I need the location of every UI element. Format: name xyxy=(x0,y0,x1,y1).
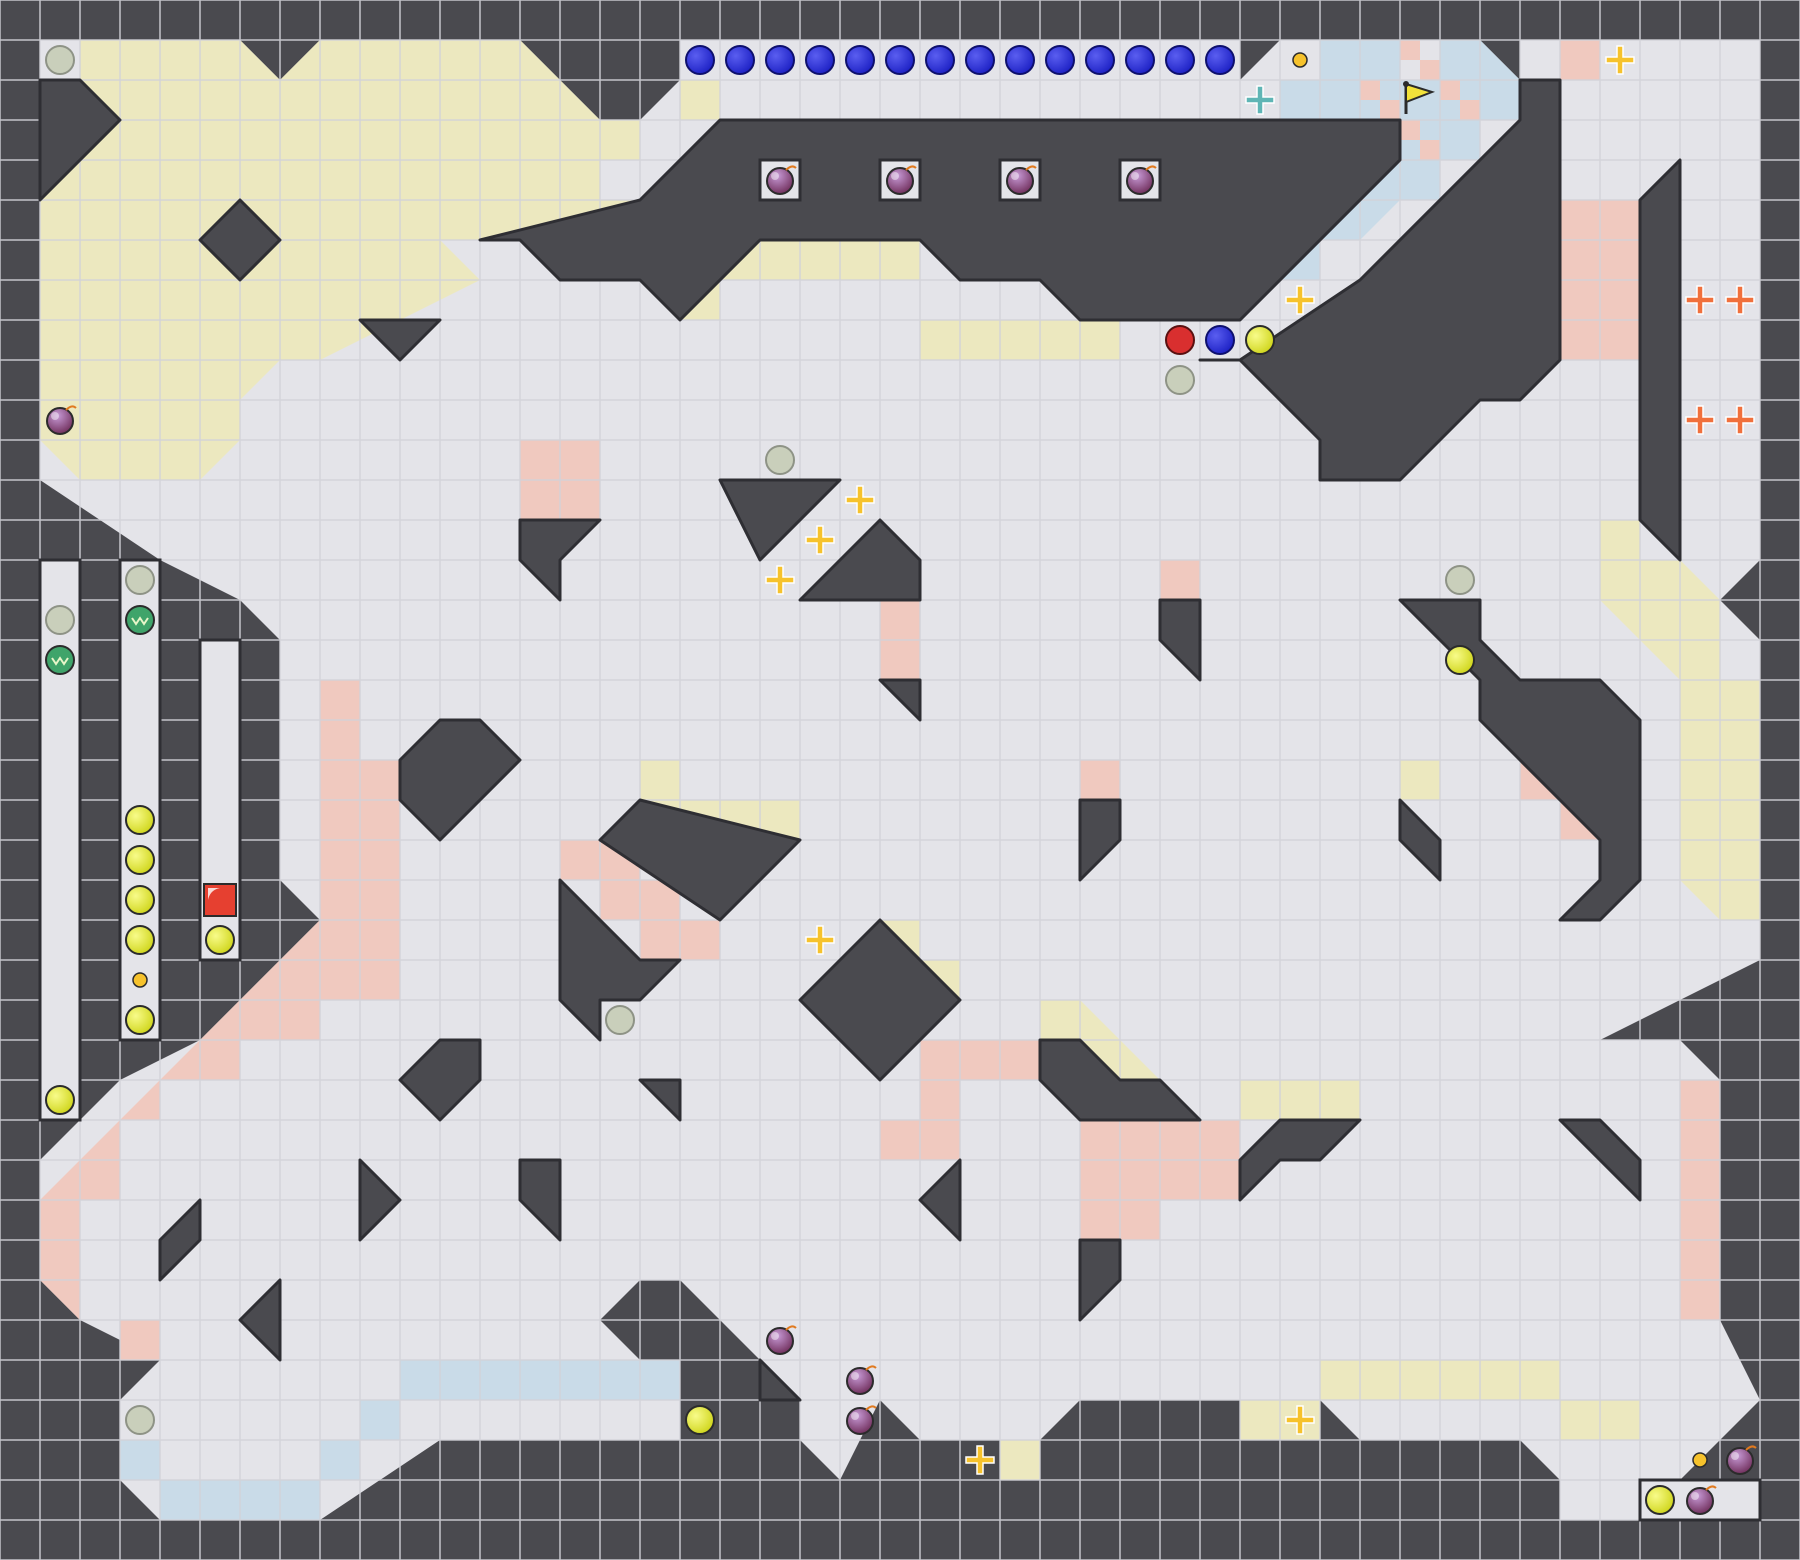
bomb-icon[interactable] xyxy=(766,1325,797,1355)
blue-ball-icon[interactable] xyxy=(1045,45,1075,75)
bomb-icon[interactable] xyxy=(846,1365,877,1395)
yellow-ball-icon[interactable] xyxy=(125,925,155,955)
bomb-icon[interactable] xyxy=(766,165,797,195)
yellow-ball-icon[interactable] xyxy=(125,885,155,915)
blue-ball-icon[interactable] xyxy=(965,45,995,75)
blue-ball-icon[interactable] xyxy=(925,45,955,75)
yellow-cross-icon[interactable] xyxy=(965,1445,995,1475)
game-objects xyxy=(45,45,1757,1515)
bomb-icon[interactable] xyxy=(1686,1485,1717,1515)
green-striped-ball-icon[interactable] xyxy=(125,605,155,635)
yellow-ball-icon[interactable] xyxy=(685,1405,715,1435)
interior-walls xyxy=(38,78,1682,1402)
yellow-cross-icon[interactable] xyxy=(805,925,835,955)
grey-ball-icon[interactable] xyxy=(45,605,75,635)
bomb-icon[interactable] xyxy=(46,405,77,435)
grey-ball-icon[interactable] xyxy=(765,445,795,475)
red-square-icon[interactable] xyxy=(203,883,237,917)
yellow-ball-icon[interactable] xyxy=(1645,1485,1675,1515)
blue-ball-icon[interactable] xyxy=(1005,45,1035,75)
orange-cross-icon[interactable] xyxy=(1725,285,1755,315)
blue-ball-icon[interactable] xyxy=(1085,45,1115,75)
blue-ball-icon[interactable] xyxy=(1205,45,1235,75)
yellow-ball-icon[interactable] xyxy=(125,845,155,875)
green-striped-ball-icon[interactable] xyxy=(45,645,75,675)
bomb-icon[interactable] xyxy=(886,165,917,195)
blue-ball-icon[interactable] xyxy=(1205,325,1235,355)
small-coin-icon[interactable] xyxy=(1292,52,1308,68)
goal-flag-icon[interactable] xyxy=(1403,81,1436,114)
blue-ball-icon[interactable] xyxy=(765,45,795,75)
blue-ball-icon[interactable] xyxy=(845,45,875,75)
yellow-cross-icon[interactable] xyxy=(1605,45,1635,75)
grey-ball-icon[interactable] xyxy=(1445,565,1475,595)
yellow-ball-icon[interactable] xyxy=(1245,325,1275,355)
grey-ball-icon[interactable] xyxy=(1165,365,1195,395)
yellow-cross-icon[interactable] xyxy=(805,525,835,555)
blue-ball-icon[interactable] xyxy=(1125,45,1155,75)
yellow-cross-icon[interactable] xyxy=(1285,285,1315,315)
yellow-ball-icon[interactable] xyxy=(45,1085,75,1115)
blue-ball-icon[interactable] xyxy=(725,45,755,75)
blue-ball-icon[interactable] xyxy=(805,45,835,75)
yellow-ball-icon[interactable] xyxy=(1445,645,1475,675)
blue-ball-icon[interactable] xyxy=(685,45,715,75)
bomb-icon[interactable] xyxy=(1006,165,1037,195)
grey-ball-icon[interactable] xyxy=(45,45,75,75)
yellow-cross-icon[interactable] xyxy=(765,565,795,595)
grey-ball-icon[interactable] xyxy=(125,1405,155,1435)
red-ball-icon[interactable] xyxy=(1165,325,1195,355)
yellow-cross-icon[interactable] xyxy=(845,485,875,515)
teal-cross-icon[interactable] xyxy=(1245,85,1275,115)
blue-ball-icon[interactable] xyxy=(885,45,915,75)
bomb-icon[interactable] xyxy=(1126,165,1157,195)
yellow-cross-icon[interactable] xyxy=(1285,1405,1315,1435)
bomb-icon[interactable] xyxy=(1726,1445,1757,1475)
orange-cross-icon[interactable] xyxy=(1725,405,1755,435)
orange-cross-icon[interactable] xyxy=(1685,405,1715,435)
grey-ball-icon[interactable] xyxy=(125,565,155,595)
grey-ball-icon[interactable] xyxy=(605,1005,635,1035)
bomb-icon[interactable] xyxy=(846,1405,877,1435)
yellow-ball-icon[interactable] xyxy=(125,805,155,835)
blue-ball-icon[interactable] xyxy=(1165,45,1195,75)
small-coin-icon[interactable] xyxy=(1692,1452,1708,1468)
small-coin-icon[interactable] xyxy=(132,972,148,988)
orange-cross-icon[interactable] xyxy=(1685,285,1715,315)
yellow-ball-icon[interactable] xyxy=(125,1005,155,1035)
yellow-ball-icon[interactable] xyxy=(205,925,235,955)
